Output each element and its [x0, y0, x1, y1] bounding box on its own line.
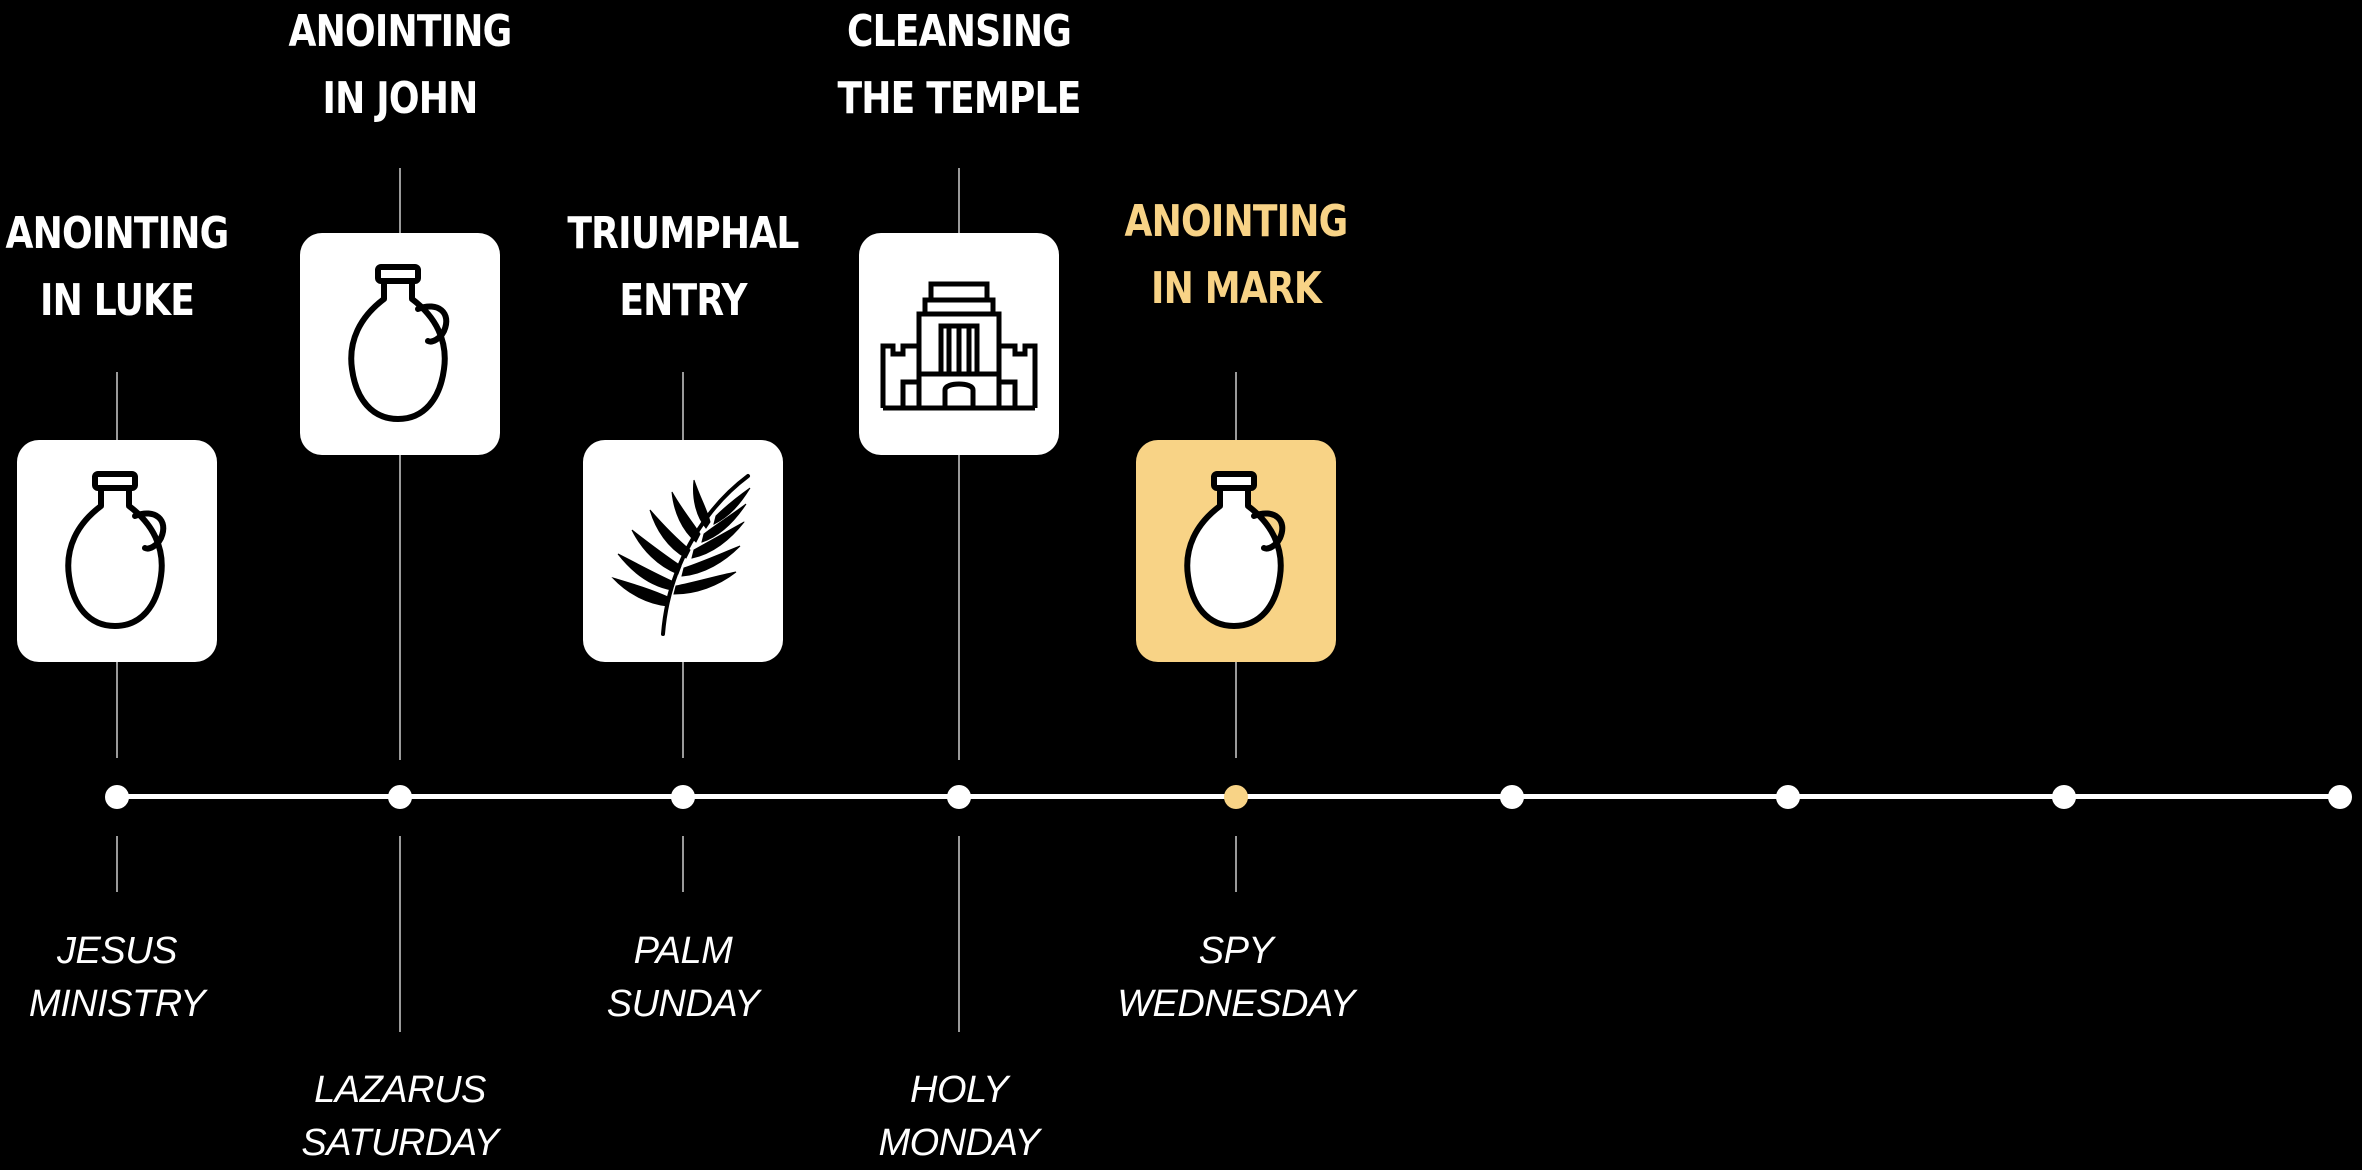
palm-branch-icon [611, 474, 751, 636]
oil-jar-icon [1184, 471, 1286, 629]
day-label-line: PALM [633, 930, 733, 972]
temple-icon [880, 281, 1038, 411]
connector-line [399, 836, 401, 1032]
timeline-point[interactable] [671, 785, 695, 809]
timeline-point-highlighted[interactable] [1224, 785, 1248, 809]
day-label-line: JESUS [57, 930, 177, 972]
event-card[interactable] [583, 440, 783, 662]
connector-line [1235, 836, 1237, 892]
day-label-line: SPY [1198, 930, 1274, 972]
connector-line [116, 836, 118, 892]
day-label-line: LAZARUS [314, 1069, 486, 1111]
oil-jar-icon [348, 264, 450, 422]
day-label-line: HOLY [910, 1069, 1009, 1111]
event-title-line: ANOINTING [1124, 196, 1349, 247]
connector-line [682, 836, 684, 892]
event-card-highlighted[interactable] [1136, 440, 1336, 662]
timeline-point-empty[interactable] [1776, 785, 1800, 809]
event-title: CLEANSING THE TEMPLE [836, 0, 1082, 132]
day-label: SPY WEDNESDAY [1086, 925, 1386, 1031]
day-label: LAZARUS SATURDAY [250, 1064, 550, 1170]
event-title-line: THE TEMPLE [837, 73, 1081, 124]
timeline-point-empty[interactable] [2052, 785, 2076, 809]
event-title-line: ENTRY [619, 275, 747, 326]
event-title-line: IN MARK [1150, 263, 1322, 314]
event-title: TRIUMPHAL ENTRY [560, 200, 806, 334]
day-label: JESUS MINISTRY [0, 925, 267, 1031]
event-card[interactable] [17, 440, 217, 662]
connector-line [958, 836, 960, 1032]
event-title: ANOINTING IN JOHN [277, 0, 523, 132]
connector-line [399, 168, 401, 760]
event-title-line: TRIUMPHAL [567, 208, 799, 259]
timeline-point[interactable] [947, 785, 971, 809]
connector-line [958, 168, 960, 760]
event-title-line: ANOINTING [5, 208, 230, 259]
event-title-line: ANOINTING [288, 6, 513, 57]
timeline-point[interactable] [105, 785, 129, 809]
day-label-line: MINISTRY [28, 983, 206, 1025]
timeline-point-empty[interactable] [1500, 785, 1524, 809]
day-label-line: SUNDAY [606, 983, 760, 1025]
event-card[interactable] [300, 233, 500, 455]
day-label: PALM SUNDAY [533, 925, 833, 1031]
day-label-line: SATURDAY [301, 1122, 499, 1164]
oil-jar-icon [65, 471, 167, 629]
day-label-line: MONDAY [878, 1122, 1040, 1164]
timeline-point-empty[interactable] [2328, 785, 2352, 809]
day-label: HOLY MONDAY [809, 1064, 1109, 1170]
event-title-line: CLEANSING [846, 6, 1072, 57]
day-label-line: WEDNESDAY [1117, 983, 1355, 1025]
event-title: ANOINTING IN MARK [1113, 188, 1359, 322]
event-title-line: IN JOHN [322, 73, 479, 124]
event-title-line: IN LUKE [39, 275, 195, 326]
event-title: ANOINTING IN LUKE [0, 200, 240, 334]
timeline-point[interactable] [388, 785, 412, 809]
event-card[interactable] [859, 233, 1059, 455]
